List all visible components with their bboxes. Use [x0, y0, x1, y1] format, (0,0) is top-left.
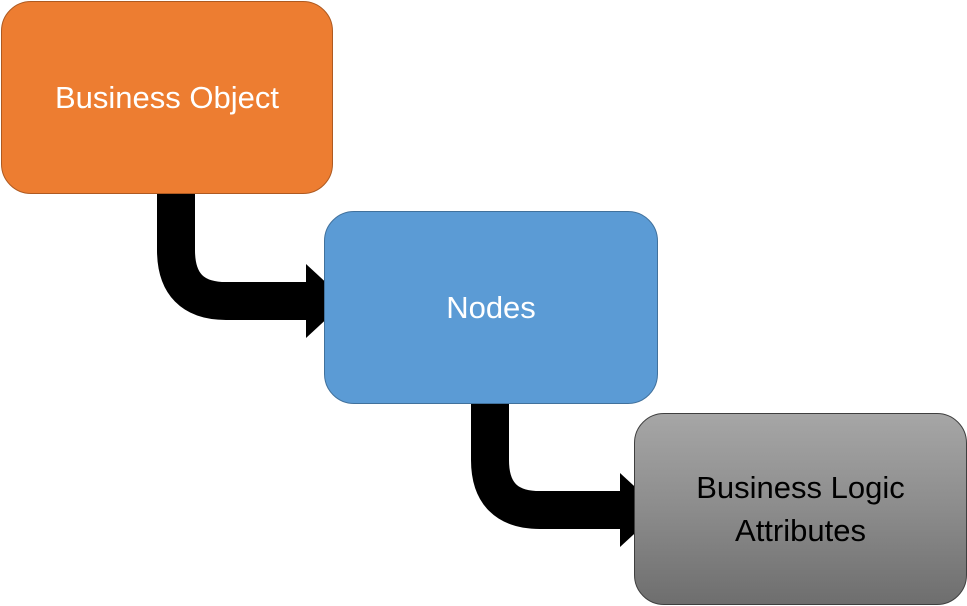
- nodes-box: Nodes: [324, 211, 658, 404]
- business-object-box: Business Object: [1, 1, 333, 194]
- business-object-label: Business Object: [55, 80, 279, 115]
- nodes-label: Nodes: [446, 290, 536, 325]
- business-logic-attributes-box: Business Logic Attributes: [634, 413, 967, 605]
- bent-arrow-1: [157, 194, 346, 338]
- business-logic-attributes-label: Business Logic Attributes: [696, 470, 905, 548]
